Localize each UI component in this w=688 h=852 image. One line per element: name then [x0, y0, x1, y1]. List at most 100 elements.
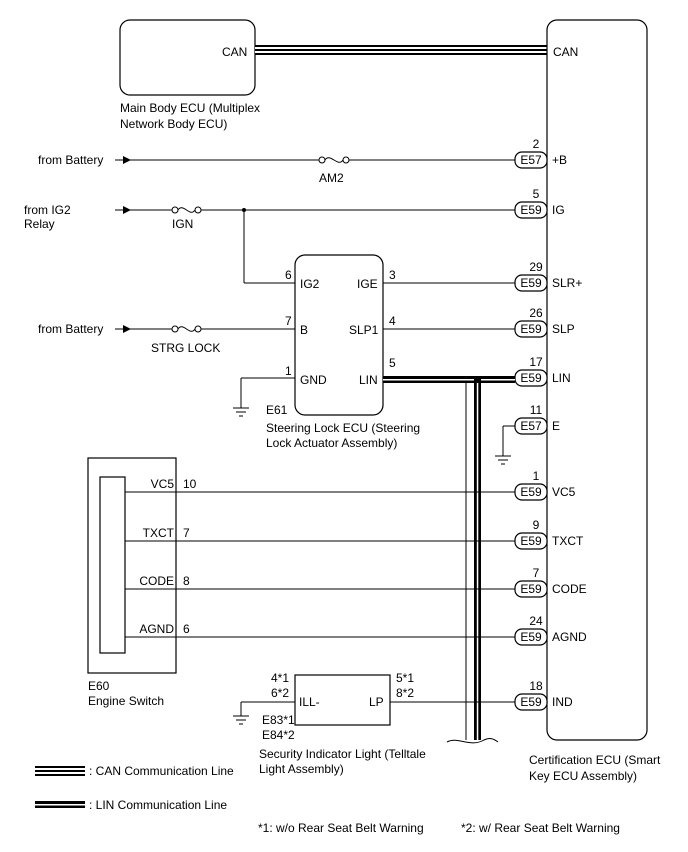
engine-pin-label: AGND: [139, 622, 174, 636]
steer-pin-b-num: 7: [285, 314, 292, 328]
engine-pin-number: 7: [183, 526, 190, 540]
source-ig2-2: Relay: [24, 217, 55, 231]
security-name-2: Light Assembly): [259, 762, 344, 776]
pin-label: E: [552, 419, 560, 433]
security-lp-label: LP: [369, 695, 384, 709]
steer-pin-slp1-num: 4: [389, 314, 396, 328]
connector-code: E57: [520, 153, 542, 167]
engine-pin-code: CODE 8: [125, 574, 515, 590]
engine-switch-inner: [99, 476, 126, 654]
connector-code: E57: [520, 419, 542, 433]
pin-number: 18: [529, 679, 543, 693]
pin-label: +B: [552, 153, 567, 167]
security-code-2: E84*2: [262, 728, 295, 742]
connector-code: E59: [520, 534, 542, 548]
engine-pin-number: 8: [183, 574, 190, 588]
note-1: *1: w/o Rear Seat Belt Warning: [258, 821, 424, 835]
engine-pin-label: CODE: [139, 574, 174, 588]
lin-bus-line: [383, 376, 515, 383]
security-lp-pin-2: 8*2: [396, 686, 414, 700]
engine-pin-vc5: VC5 10: [125, 477, 515, 493]
ground-symbol-2: [495, 455, 511, 465]
connector-code: E59: [520, 203, 542, 217]
lin-bus-vertical: [465, 376, 481, 740]
steer-pin-lin-label: LIN: [359, 373, 378, 387]
steer-pin-ig2-num: 6: [285, 268, 292, 282]
pin-label: SLP: [552, 322, 575, 336]
main-body-ecu-box: [119, 19, 256, 96]
ground-symbol-3: [233, 715, 249, 725]
cert-pin-group: E572+BE595IGE5929SLR+E5926SLPE5917LINE57…: [514, 137, 587, 711]
main-body-ecu-name-1: Main Body ECU (Multiplex: [120, 101, 260, 115]
steer-pin-lin-num: 5: [389, 356, 396, 370]
connector-code: E59: [520, 582, 542, 596]
fuse-ign-label: IGN: [172, 217, 193, 231]
steer-pin-b-label: B: [300, 323, 308, 337]
pin-number: 1: [533, 469, 540, 483]
engine-pin-label: TXCT: [143, 526, 175, 540]
pin-label: IG: [552, 203, 565, 217]
pin-number: 5: [533, 187, 540, 201]
pin-label: LIN: [552, 371, 571, 385]
fuse-strg-lock-symbol: [171, 325, 202, 333]
pin-number: 26: [529, 306, 543, 320]
engine-switch-code: E60: [88, 679, 110, 693]
fuse-strg-lock-label: STRG LOCK: [151, 341, 220, 355]
steering-ecu-name-1: Steering Lock ECU (Steering: [266, 421, 420, 435]
source-ig2-1: from IG2: [24, 203, 71, 217]
main-body-ecu-name-2: Network Body ECU): [120, 117, 227, 131]
connector-code: E59: [520, 371, 542, 385]
wire-break-mark: [446, 738, 499, 744]
security-code-1: E83*1: [262, 713, 295, 727]
ground-symbol-1: [233, 407, 249, 417]
main-body-ecu-can-pin: CAN: [222, 45, 247, 59]
security-ill-pin-1: 4*1: [271, 671, 289, 685]
steer-pin-ig2-label: IG2: [300, 277, 320, 291]
note-2: *2: w/ Rear Seat Belt Warning: [461, 821, 620, 835]
engine-pin-number: 10: [183, 477, 197, 491]
steer-pin-gnd-num: 1: [285, 364, 292, 378]
cert-can-pin: CAN: [553, 45, 578, 59]
connector-code: E59: [520, 630, 542, 644]
connector-code: E59: [520, 485, 542, 499]
cert-pin-ig: E59 5IG: [514, 187, 565, 219]
source-battery-1: from Battery: [38, 153, 103, 167]
pin-label: TXCT: [552, 534, 584, 548]
security-light-box: [294, 674, 391, 726]
pin-label: CODE: [552, 582, 587, 596]
engine-switch-name: Engine Switch: [88, 694, 164, 708]
fuse-am2-symbol: [318, 156, 350, 164]
steering-lock-ecu-box: [294, 254, 384, 416]
steer-pin-slp1-label: SLP1: [349, 323, 379, 337]
security-lp-pin-1: 5*1: [396, 671, 414, 685]
engine-pin-label: VC5: [151, 477, 175, 491]
legend-lin-label: : LIN Communication Line: [89, 798, 227, 812]
connector-code: E59: [520, 276, 542, 290]
security-ill-pin-2: 6*2: [271, 686, 289, 700]
steer-pin-ige-num: 3: [389, 268, 396, 282]
engine-pin-number: 6: [183, 622, 190, 636]
steer-pin-ige-label: IGE: [357, 277, 378, 291]
connector-code: E59: [520, 322, 542, 336]
pin-label: SLR+: [552, 276, 582, 290]
steering-ecu-code: E61: [266, 403, 288, 417]
legend-can-label: : CAN Communication Line: [89, 764, 234, 778]
pin-number: 29: [529, 260, 543, 274]
pin-label: IND: [552, 695, 573, 709]
pin-number: 7: [533, 566, 540, 580]
pin-number: 24: [529, 614, 543, 628]
engine-pin-txct: TXCT 7: [125, 526, 515, 542]
certification-ecu-name-2: Key ECU Assembly): [529, 769, 637, 783]
